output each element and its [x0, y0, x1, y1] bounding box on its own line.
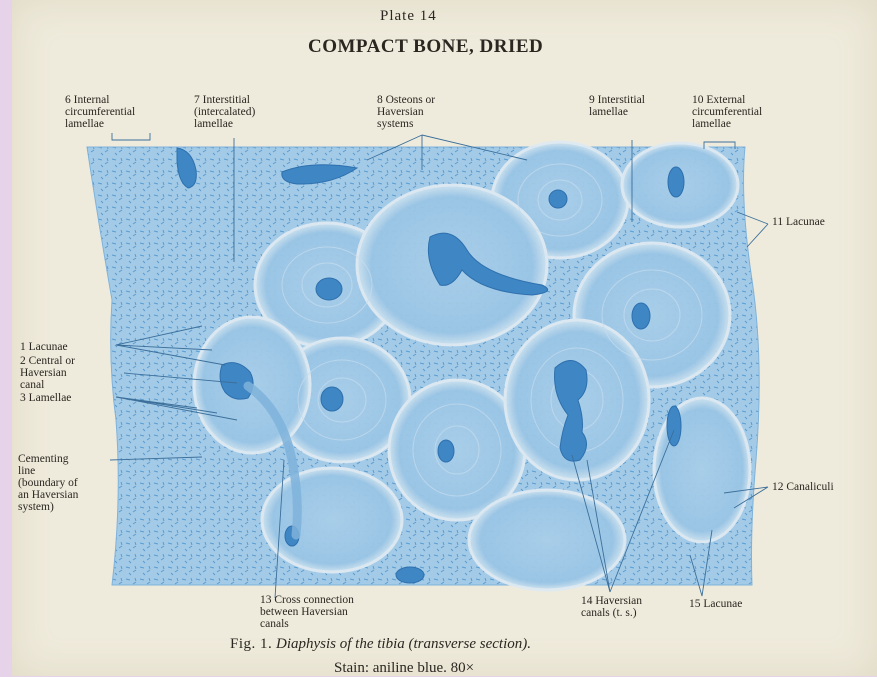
figure-caption: Fig. 1. Diaphysis of the tibia (transver… [230, 636, 531, 653]
label-interstitial: 9 Interstitial lamellae [589, 94, 645, 118]
plate-number: Plate 14 [380, 8, 437, 25]
label-lamellae-3: 3 Lamellae [20, 392, 71, 404]
label-cross-connection: 13 Cross connection between Haversian ca… [260, 594, 354, 630]
plate-page: Plate 14 COMPACT BONE, DRIED 6 Internal … [12, 0, 877, 676]
label-canaliculi: 12 Canaliculi [772, 481, 834, 493]
label-central-canal: 2 Central or Haversian canal [20, 355, 75, 391]
figure-number: Fig. 1. [230, 636, 272, 652]
label-cementing-line: Cementing line (boundary of an Haversian… [18, 453, 78, 513]
label-lacunae-1: 1 Lacunae [20, 341, 68, 353]
label-internal-lamellae: 6 Internal circumferential lamellae [65, 94, 135, 130]
label-haversian-canals: 14 Haversian canals (t. s.) [581, 595, 642, 619]
label-lacunae-11: 11 Lacunae [772, 216, 825, 228]
label-interstitial-intercalated: 7 Interstitial (intercalated) lamellae [194, 94, 255, 130]
plate-title: COMPACT BONE, DRIED [308, 36, 543, 58]
figure-description: Diaphysis of the tibia (transverse secti… [276, 636, 531, 652]
stain-note: Stain: aniline blue. 80× [334, 660, 474, 677]
label-external-lamellae: 10 External circumferential lamellae [692, 94, 762, 130]
label-lacunae-15: 15 Lacunae [689, 598, 742, 610]
label-osteons: 8 Osteons or Haversian systems [377, 94, 435, 130]
